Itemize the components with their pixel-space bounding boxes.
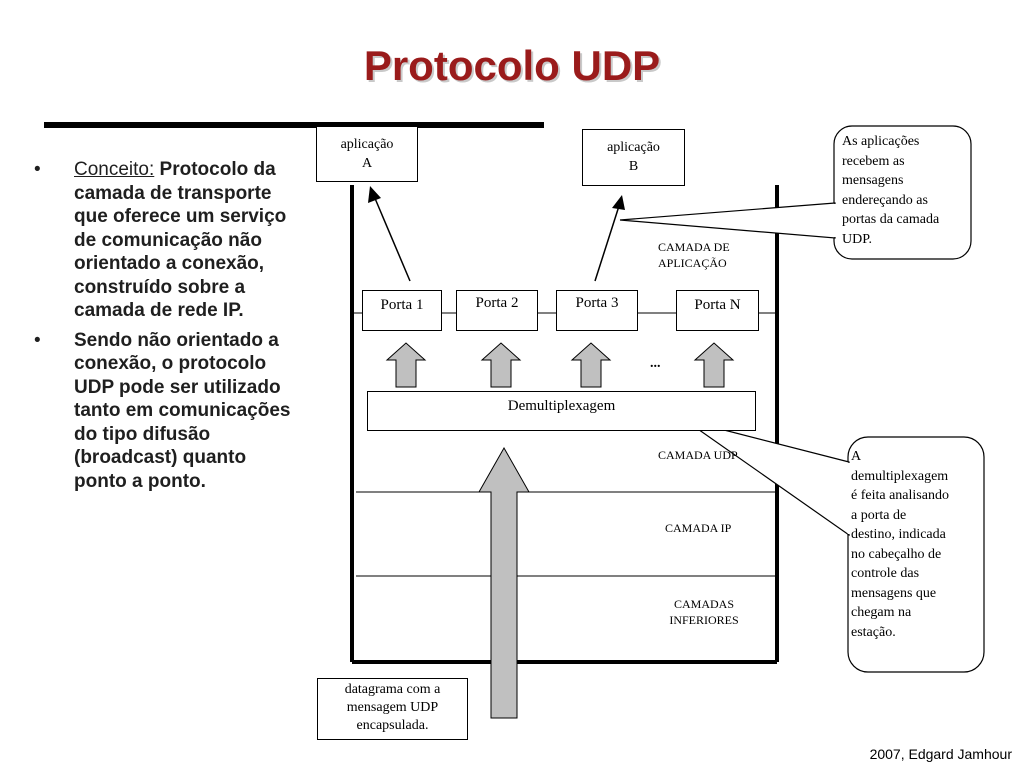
bullet-dot-icon: •: [34, 329, 41, 351]
page-title: Protocolo UDP: [363, 42, 661, 89]
app-a-box: aplicação A: [316, 126, 418, 182]
callout-bottom-pointer: [684, 419, 850, 537]
app-a-letter: A: [361, 156, 373, 171]
app-b-letter: B: [628, 159, 639, 174]
bullet-item: • Conceito: Protocolo da camada de trans…: [32, 158, 294, 323]
datagram-box: datagrama com a mensagem UDP encapsulada…: [317, 678, 468, 740]
bullet-text: Protocolo da camada de transporte que of…: [74, 159, 287, 321]
callout-top-pointer: [619, 202, 836, 239]
arrow-head-app-b: [612, 195, 625, 210]
arrow-port3-to-app-b: [594, 205, 620, 282]
layer-ip-label: CAMADA IP: [665, 521, 732, 535]
bullet-label: Conceito:: [74, 159, 155, 180]
arrow-port1-to-app-a: [373, 195, 411, 282]
demux-box: Demultiplexagem: [367, 391, 756, 431]
app-b-label: aplicação: [607, 140, 660, 155]
up-arrow-1-icon: [385, 342, 427, 388]
ports-ellipsis: ...: [650, 356, 661, 371]
layer-lower-label: CAMADAS INFERIORES: [669, 597, 739, 627]
app-a-label: aplicação: [340, 137, 394, 152]
footer-credit: 2007, Edgard Jamhour: [869, 746, 1012, 762]
app-b-box: aplicação B: [582, 129, 685, 186]
bullet-item: • Sendo não orientado a conexão, o proto…: [32, 329, 294, 494]
callout-top-box: [833, 125, 972, 260]
port-1-box: Porta 1: [362, 290, 442, 331]
arrow-head-app-a: [368, 186, 381, 203]
layer-app-label: CAMADA DE APLICAÇÃO: [658, 240, 730, 270]
callout-top-text: As aplicações recebem as mensagens ender…: [842, 134, 940, 247]
port-2-box: Porta 2: [456, 290, 538, 331]
bullet-text: Sendo não orientado a conexão, o protoco…: [74, 329, 291, 492]
port-n-box: Porta N: [676, 290, 759, 331]
layer-udp-label: CAMADA UDP: [658, 448, 738, 462]
big-up-arrow-icon: [478, 446, 530, 719]
up-arrow-2-icon: [480, 342, 522, 388]
up-arrow-n-icon: [693, 342, 735, 388]
up-arrow-3-icon: [570, 342, 612, 388]
bullet-dot-icon: •: [34, 159, 41, 180]
port-3-box: Porta 3: [556, 290, 638, 331]
callout-bottom-box: [847, 436, 985, 673]
bullet-list: • Conceito: Protocolo da camada de trans…: [32, 158, 294, 499]
callout-bottom-text: A demultiplexagem é feita analisando a p…: [851, 449, 949, 640]
